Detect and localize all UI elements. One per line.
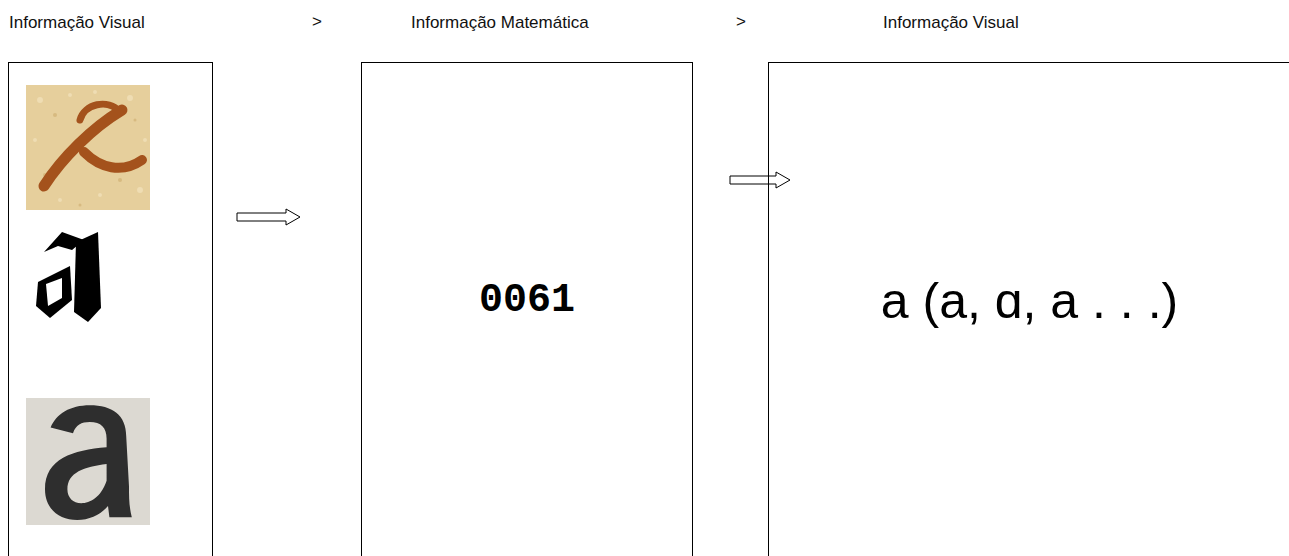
content-box: Informação Visual [8, 62, 213, 556]
parchment [26, 85, 150, 210]
manuscript-letter [26, 85, 150, 210]
parchment-grain [33, 90, 147, 202]
content-box: Informação Visuala (a, ɑ, a . . .) [768, 62, 1289, 556]
flow-arrow [237, 209, 300, 225]
gothic-letter [36, 232, 101, 322]
column-heading: Informação Matemática [411, 13, 589, 33]
ink-strokes [44, 104, 142, 186]
box-content: 0061 [479, 277, 575, 325]
column-heading: Informação Visual [9, 13, 145, 33]
column-heading: Informação Visual [883, 13, 1019, 33]
content-box: Informação Matemática0061 [361, 62, 693, 556]
flow-arrow [730, 172, 790, 188]
flow-separator: > [312, 12, 322, 32]
printed-letter [26, 398, 150, 525]
flow-separator: > [736, 12, 746, 32]
box-content: a (a, ɑ, a . . .) [881, 271, 1178, 331]
paper [26, 398, 150, 525]
